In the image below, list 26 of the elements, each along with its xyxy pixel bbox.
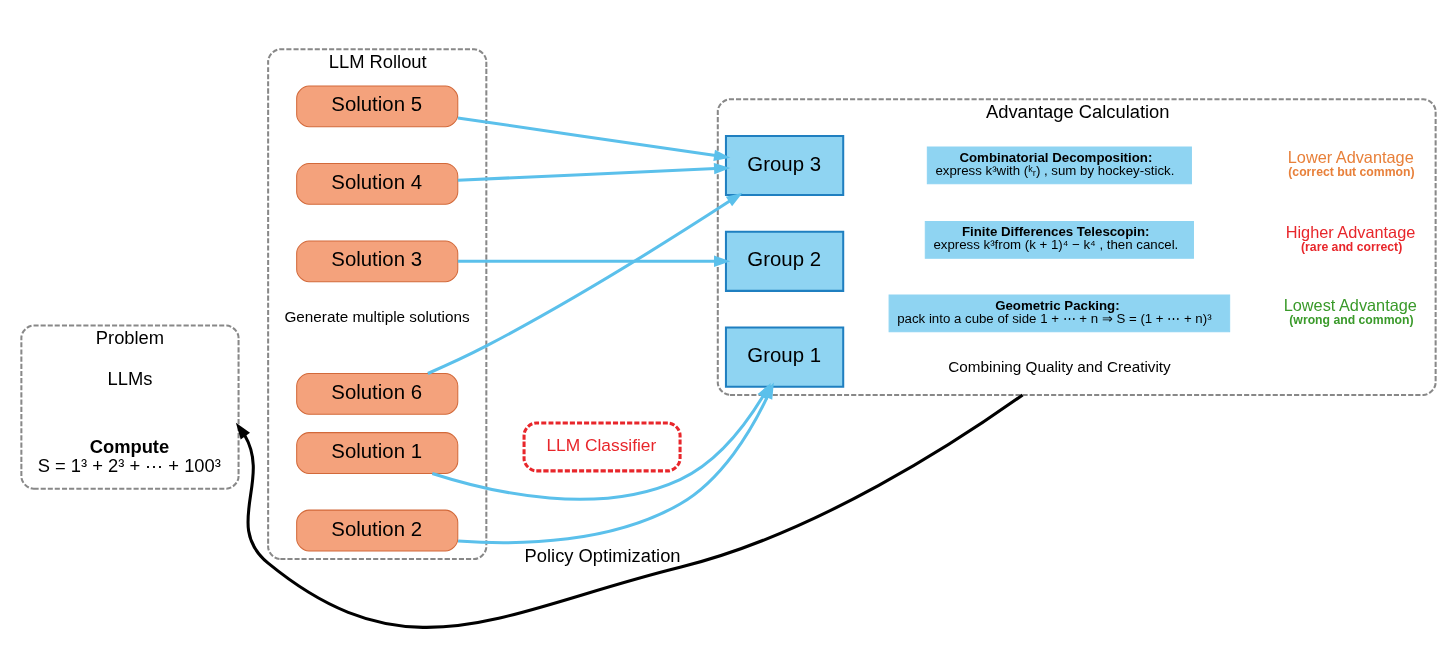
node-text: Compute S = 1³ + 2³ + ⋯ + 100³ — [37, 436, 221, 476]
node-box: Solution 2 — [295, 509, 458, 552]
node-box: Combinatorial Decomposition: express k³with (ᵏᵣ) , sum by hockey-stick. — [926, 146, 1192, 185]
node-box: Group 1 — [724, 326, 844, 388]
node-box: Solution 5 — [295, 85, 458, 128]
node-box: Finite Differences Telescopin: express k³from (k + 1)⁴ − k⁴ , then cancel. — [924, 221, 1194, 259]
node-text: Generate multiple solutions — [283, 307, 470, 325]
node-box: Solution 1 — [295, 432, 458, 474]
node-box: LLM Classifier — [522, 421, 682, 473]
edge-label: Policy Optimization — [524, 544, 681, 566]
node-box: Solution 4 — [295, 162, 458, 205]
node-box: Group 3 — [724, 134, 844, 197]
arrow — [457, 116, 730, 161]
node-box: Solution 3 — [295, 240, 458, 283]
arrow — [426, 192, 743, 375]
node-text: Combining Quality and Creativity — [947, 357, 1171, 375]
node-text: Lower Advantage (correct but common) — [1287, 148, 1415, 180]
node-text: Higher Advantage (rare and correct) — [1285, 222, 1415, 254]
arrow — [457, 162, 730, 182]
node-text: Lowest Advantage (wrong and common) — [1283, 296, 1417, 328]
node-box: Geometric Packing: pack into a cube of side 1 + ⋯ + n ⇒ S = (1 + ⋯ + n)³ — [888, 294, 1230, 333]
node-box: Group 2 — [724, 230, 844, 292]
node-box: Solution 6 — [295, 373, 458, 415]
arrow — [457, 255, 730, 268]
arrow — [235, 393, 1023, 629]
node-text: LLMs — [107, 368, 152, 390]
